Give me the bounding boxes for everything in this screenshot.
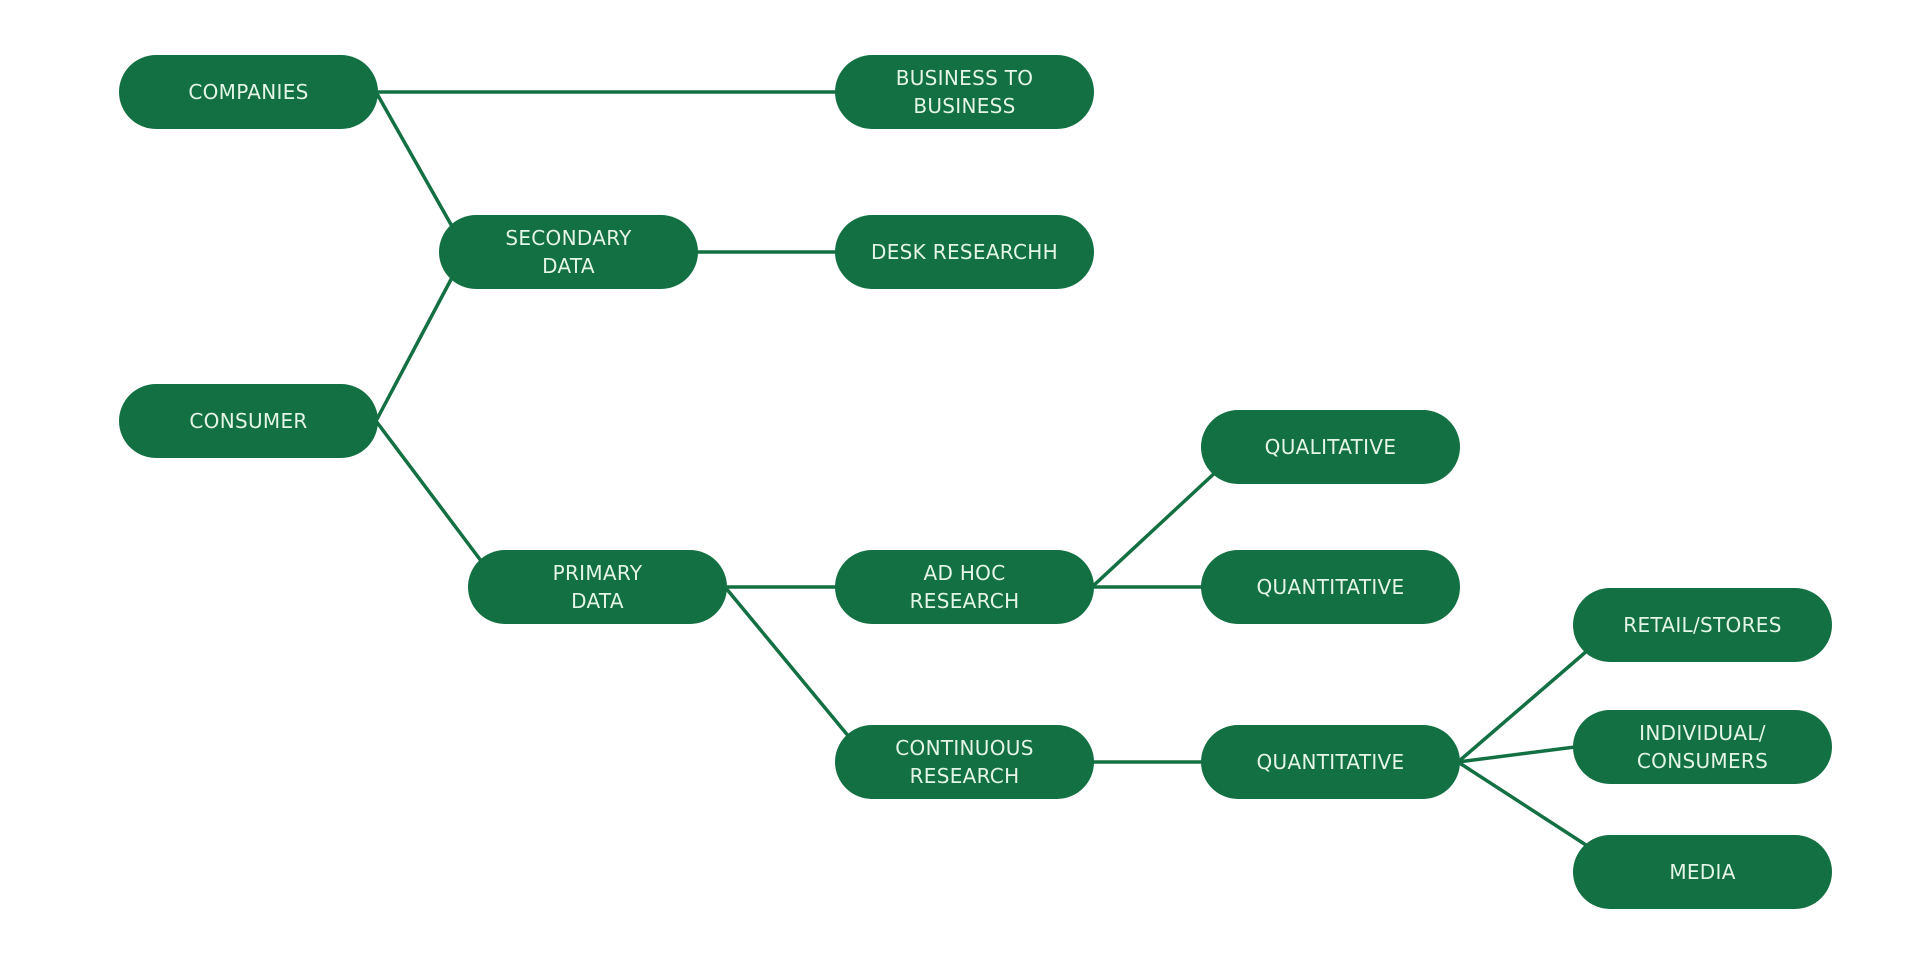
- node-qualitative[interactable]: QUALITATIVE: [1201, 410, 1460, 484]
- node-label: BUSINESS TO BUSINESS: [895, 66, 1034, 118]
- edge-consumer-to-primary-data: [374, 419, 482, 561]
- edge-consumer-to-secondary-data: [374, 278, 453, 423]
- node-quantitative-adhoc[interactable]: QUANTITATIVE: [1201, 550, 1460, 624]
- node-media[interactable]: MEDIA: [1573, 835, 1832, 909]
- node-label: MEDIA: [1669, 860, 1736, 884]
- edge-quantitative-continuous-to-individual-consumers: [1456, 745, 1577, 764]
- node-ad-hoc-research[interactable]: AD HOC RESEARCH: [835, 550, 1094, 624]
- node-continuous-research[interactable]: CONTINUOUS RESEARCH: [835, 725, 1094, 799]
- edge-ad-hoc-research-to-qualitative: [1090, 473, 1215, 589]
- node-label: AD HOC RESEARCH: [909, 561, 1020, 613]
- node-primary-data[interactable]: PRIMARY DATA: [468, 550, 727, 624]
- node-label: INDIVIDUAL/ CONSUMERS: [1636, 721, 1769, 773]
- edge-companies-to-secondary-data: [374, 90, 453, 226]
- node-label: CONTINUOUS RESEARCH: [895, 736, 1034, 788]
- node-label: SECONDARY DATA: [505, 226, 632, 278]
- node-label: RETAIL/STORES: [1623, 613, 1782, 637]
- node-label: QUANTITATIVE: [1256, 750, 1405, 774]
- node-label: QUALITATIVE: [1264, 435, 1397, 459]
- edge-quantitative-continuous-to-retail-stores: [1456, 651, 1587, 764]
- edge-quantitative-continuous-to-media: [1456, 760, 1587, 846]
- node-business-to-business[interactable]: BUSINESS TO BUSINESS: [835, 55, 1094, 129]
- node-desk-research[interactable]: DESK RESEARCHH: [835, 215, 1094, 289]
- edge-primary-data-to-continuous-research: [723, 585, 849, 736]
- node-label: DESK RESEARCHH: [871, 240, 1058, 264]
- node-secondary-data[interactable]: SECONDARY DATA: [439, 215, 698, 289]
- node-retail-stores[interactable]: RETAIL/STORES: [1573, 588, 1832, 662]
- node-consumer[interactable]: CONSUMER: [119, 384, 378, 458]
- node-label: COMPANIES: [188, 80, 309, 104]
- node-companies[interactable]: COMPANIES: [119, 55, 378, 129]
- node-label: PRIMARY DATA: [552, 561, 643, 613]
- node-label: QUANTITATIVE: [1256, 575, 1405, 599]
- node-quantitative-continuous[interactable]: QUANTITATIVE: [1201, 725, 1460, 799]
- node-label: CONSUMER: [189, 409, 308, 433]
- node-individual-consumers[interactable]: INDIVIDUAL/ CONSUMERS: [1573, 710, 1832, 784]
